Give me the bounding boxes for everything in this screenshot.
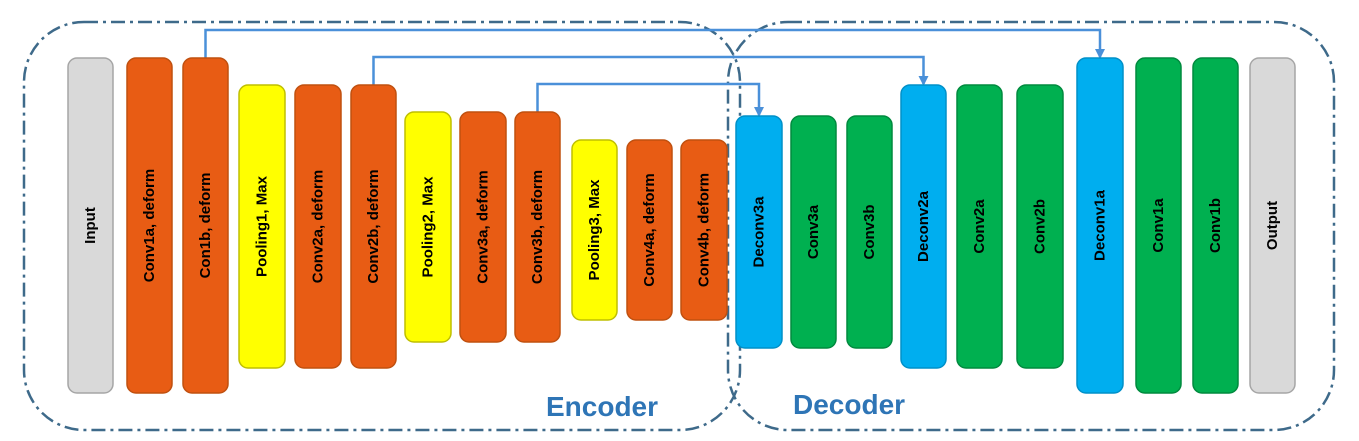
layer-box xyxy=(350,84,397,369)
layer-conv3a-deform: Conv3a, deform xyxy=(459,111,507,343)
layer-con1b-deform: Con1b, deform xyxy=(182,57,229,394)
layer-box xyxy=(790,115,837,349)
layer-label: Conv2b, deform xyxy=(365,169,382,283)
group-regions xyxy=(22,20,1336,432)
layer-box xyxy=(1135,57,1182,394)
layer-box xyxy=(1016,84,1064,369)
layer-label: Conv1a, deform xyxy=(141,169,158,282)
layer-box xyxy=(238,84,286,369)
layer-box xyxy=(1192,57,1239,394)
layer-label: Output xyxy=(1264,201,1281,250)
layer-pooling3-max: Pooling3, Max xyxy=(571,139,618,321)
layer-label: Conv2b xyxy=(1032,199,1049,254)
layer-label: Pooling3, Max xyxy=(586,179,603,281)
layer-conv4b-deform: Conv4b, deform xyxy=(680,139,728,321)
encoder-label: Encoder xyxy=(546,391,658,422)
layer-box xyxy=(956,84,1003,369)
layer-conv2b: Conv2b xyxy=(1016,84,1064,369)
layer-label: Conv3b xyxy=(861,204,878,259)
layer-conv2a-deform: Conv2a, deform xyxy=(294,84,342,369)
layer-label: Pooling1, Max xyxy=(254,175,271,277)
layer-box xyxy=(459,111,507,343)
skip-connection-arrow xyxy=(536,82,764,117)
decoder-region xyxy=(726,20,1336,432)
layer-pooling1-max: Pooling1, Max xyxy=(238,84,286,369)
layer-conv1a-deform: Conv1a, deform xyxy=(126,57,173,394)
layer-box xyxy=(900,84,947,369)
layer-box xyxy=(846,115,893,349)
layer-box xyxy=(514,111,561,343)
layer-label: Conv2a xyxy=(971,199,988,254)
layer-deconv3a: Deconv3a xyxy=(735,115,783,349)
layer-deconv2a: Deconv2a xyxy=(900,84,947,369)
layer-label: Deconv3a xyxy=(751,196,768,268)
layer-box xyxy=(626,139,673,321)
encoder-region xyxy=(22,20,742,432)
skip-connection-arrow xyxy=(204,28,1105,59)
layer-conv1b: Conv1b xyxy=(1192,57,1239,394)
layer-conv1a: Conv1a xyxy=(1135,57,1182,394)
layer-label: Pooling2, Max xyxy=(420,176,437,278)
layer-conv3a: Conv3a xyxy=(790,115,837,349)
layer-box xyxy=(571,139,618,321)
decoder-label: Decoder xyxy=(793,389,905,420)
layer-stack: Input Conv1a, deform Con1b, deform Pooling1… xyxy=(67,57,1296,394)
layer-label: Conv3b, deform xyxy=(529,170,546,284)
layer-conv3b: Conv3b xyxy=(846,115,893,349)
layer-input: Input xyxy=(67,57,114,394)
layer-box xyxy=(1076,57,1124,394)
layer-deconv1a: Deconv1a xyxy=(1076,57,1124,394)
layer-label: Conv4b, deform xyxy=(696,173,713,287)
skip-connections xyxy=(204,28,1105,117)
layer-conv2b-deform: Conv2b, deform xyxy=(350,84,397,369)
layer-box xyxy=(67,57,114,394)
layer-label: Conv3a xyxy=(805,204,822,259)
layer-pooling2-max: Pooling2, Max xyxy=(404,111,452,343)
layer-conv4a-deform: Conv4a, deform xyxy=(626,139,673,321)
layer-box xyxy=(735,115,783,349)
layer-box xyxy=(1249,57,1296,394)
layer-conv2a: Conv2a xyxy=(956,84,1003,369)
layer-box xyxy=(404,111,452,343)
layer-label: Deconv2a xyxy=(915,190,932,262)
layer-box xyxy=(182,57,229,394)
layer-label: Conv3a, deform xyxy=(475,170,492,283)
layer-conv3b-deform: Conv3b, deform xyxy=(514,111,561,343)
layer-output: Output xyxy=(1249,57,1296,394)
layer-label: Conv2a, deform xyxy=(310,170,327,283)
layer-label: Input xyxy=(82,207,99,244)
layer-label: Con1b, deform xyxy=(197,173,214,279)
layer-box xyxy=(680,139,728,321)
layer-label: Deconv1a xyxy=(1092,189,1109,261)
layer-box xyxy=(294,84,342,369)
layer-box xyxy=(126,57,173,394)
layer-label: Conv1b xyxy=(1207,198,1224,253)
skip-connection-arrow xyxy=(372,55,929,86)
layer-label: Conv4a, deform xyxy=(641,173,658,286)
layer-label: Conv1a xyxy=(1150,198,1167,253)
